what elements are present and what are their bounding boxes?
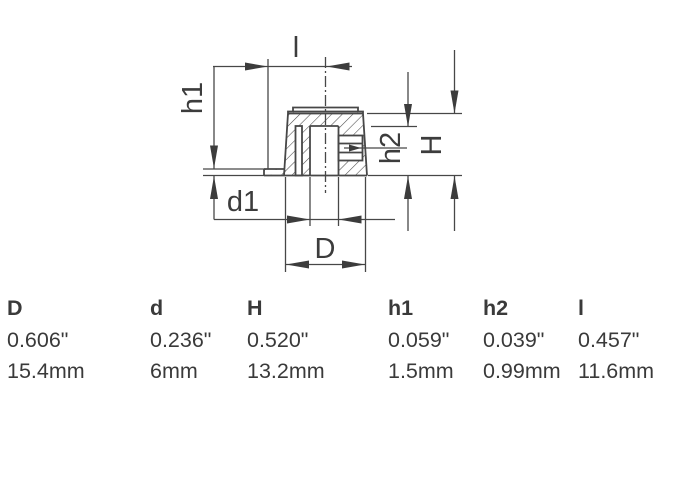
- dimension-labels: l h1 d1 D h2 H: [177, 32, 448, 265]
- label-D: D: [315, 233, 336, 265]
- column-header: d: [150, 296, 164, 320]
- value-inch: 0.039": [483, 327, 545, 352]
- dimension-column-l: l 0.457" 11.6mm: [578, 293, 693, 388]
- value-mm: 13.2mm: [247, 359, 325, 383]
- dimension-arrowheads: [210, 62, 459, 269]
- value-mm: 15.4mm: [7, 359, 85, 383]
- dimension-column-H: H 0.520" 13.2mm: [247, 293, 388, 388]
- column-header: h1: [388, 296, 414, 320]
- value-inch: 0.606": [7, 327, 69, 352]
- value-mm: 1.5mm: [388, 359, 454, 383]
- value-inch: 0.457": [578, 327, 640, 352]
- label-h1: h1: [177, 82, 209, 114]
- label-d1: d1: [227, 186, 259, 218]
- value-inch: 0.059": [388, 327, 450, 352]
- knob-cutouts: [265, 126, 363, 176]
- technical-drawing: l h1 d1 D h2 H: [177, 32, 462, 272]
- label-h2: h2: [375, 132, 407, 164]
- value-inch: 0.236": [150, 327, 212, 352]
- value-mm: 6mm: [150, 359, 198, 383]
- column-header: H: [247, 296, 263, 320]
- column-header: D: [7, 296, 23, 320]
- column-header: h2: [483, 296, 509, 320]
- label-l: l: [293, 32, 299, 64]
- knob-outline: [263, 106, 368, 177]
- dimension-column-D: D 0.606" 15.4mm: [7, 293, 150, 388]
- value-mm: 0.99mm: [483, 359, 561, 383]
- dimension-table: D 0.606" 15.4mm d 0.236" 6mm H 0.520" 13…: [7, 293, 693, 388]
- dimension-column-h2: h2 0.039" 0.99mm: [483, 293, 578, 388]
- dimension-column-d: d 0.236" 6mm: [150, 293, 247, 388]
- column-header: l: [578, 296, 584, 320]
- value-mm: 11.6mm: [578, 359, 655, 383]
- label-H: H: [416, 135, 448, 156]
- dimension-column-h1: h1 0.059" 1.5mm: [388, 293, 483, 388]
- value-inch: 0.520": [247, 327, 309, 352]
